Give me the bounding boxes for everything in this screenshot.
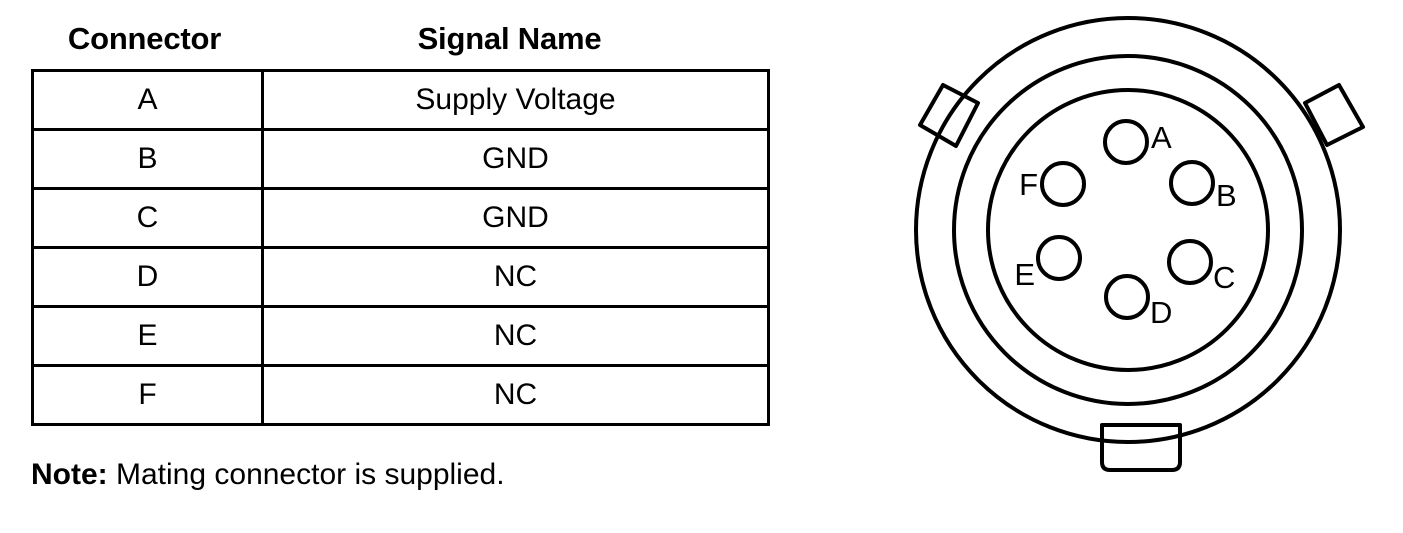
column-header-signal-name: Signal Name bbox=[417, 21, 602, 56]
note-label: Note: bbox=[31, 458, 108, 491]
connector-face-diagram: A B C D E F bbox=[880, 0, 1403, 533]
pin-label-b: B bbox=[1216, 178, 1237, 213]
cell-signal: NC bbox=[261, 305, 770, 367]
pin-label-a: A bbox=[1151, 120, 1172, 155]
cell-connector: F bbox=[31, 364, 264, 426]
table-row: C GND bbox=[31, 187, 770, 249]
cell-connector: E bbox=[31, 305, 264, 367]
cell-connector: D bbox=[31, 246, 264, 308]
pin-circle-e bbox=[1036, 235, 1082, 281]
pin-label-f: F bbox=[1019, 167, 1038, 202]
right-mounting-tab-icon bbox=[1303, 83, 1365, 147]
cell-signal: NC bbox=[261, 364, 770, 426]
pin-label-c: C bbox=[1213, 260, 1235, 295]
cell-connector: B bbox=[31, 128, 264, 190]
note-text: Mating connector is supplied. bbox=[116, 458, 505, 491]
pinout-table-block: Connector Signal Name A Supply Voltage B… bbox=[31, 18, 770, 494]
middle-body-ring bbox=[952, 54, 1304, 406]
table-row: A Supply Voltage bbox=[31, 69, 770, 131]
column-header-connector: Connector bbox=[67, 21, 222, 56]
cell-signal: NC bbox=[261, 246, 770, 308]
table-row: B GND bbox=[31, 128, 770, 190]
table-header-row: Connector Signal Name bbox=[31, 18, 761, 60]
connector-drawing-svg: A B C D E F bbox=[914, 16, 1365, 472]
pinout-table: A Supply Voltage B GND C GND D NC E NC F… bbox=[31, 69, 770, 426]
pin-circle-b bbox=[1169, 160, 1215, 206]
pin-label-e: E bbox=[1014, 257, 1035, 292]
pin-circle-d bbox=[1104, 274, 1150, 320]
pin-circle-c bbox=[1167, 239, 1213, 285]
cell-connector: A bbox=[31, 69, 264, 131]
table-row: F NC bbox=[31, 364, 770, 426]
pin-circle-a bbox=[1103, 119, 1149, 165]
cell-signal: Supply Voltage bbox=[261, 69, 770, 131]
pin-circle-f bbox=[1040, 161, 1086, 207]
inner-insert-ring bbox=[986, 88, 1270, 372]
note: Note: Mating connector is supplied. bbox=[31, 456, 505, 494]
pinout-table-body: A Supply Voltage B GND C GND D NC E NC F… bbox=[31, 69, 770, 426]
bottom-mounting-tab-icon bbox=[1100, 423, 1182, 472]
cell-connector: C bbox=[31, 187, 264, 249]
cell-signal: GND bbox=[261, 128, 770, 190]
cell-signal: GND bbox=[261, 187, 770, 249]
pin-label-d: D bbox=[1150, 295, 1172, 330]
table-row: D NC bbox=[31, 246, 770, 308]
outer-body-ring bbox=[914, 16, 1342, 444]
table-row: E NC bbox=[31, 305, 770, 367]
